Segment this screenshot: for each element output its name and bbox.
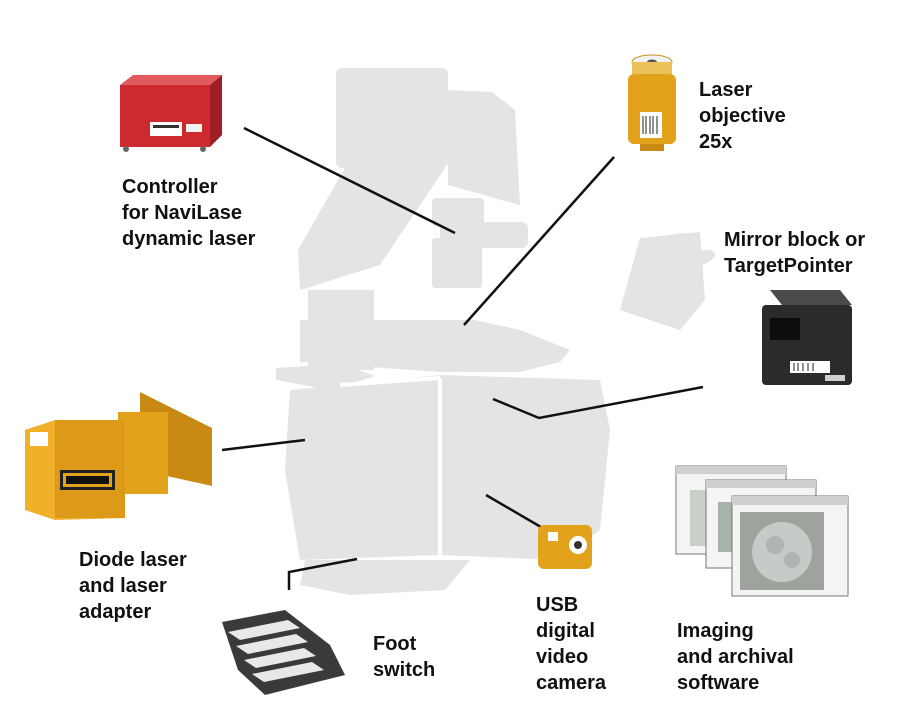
label-usb-camera-line-3: video [536, 646, 589, 668]
diode-laser-icon [25, 392, 212, 520]
label-laser-objective: Laser objective 25x [699, 77, 786, 155]
label-controller-line-2: for NaviLase [122, 202, 243, 224]
label-foot-switch-line-2: switch [373, 659, 436, 681]
leader-line-controller [243, 126, 456, 235]
microscope-separation-lines [339, 376, 442, 560]
software-screens-icon [675, 465, 849, 597]
label-mirror-block-line-2: TargetPointer [724, 255, 853, 277]
leader-line-foot-switch [287, 557, 358, 590]
label-software-line-2: and archival [677, 646, 794, 668]
label-software-line-3: software [677, 672, 760, 694]
leader-line-laser-objective [463, 156, 615, 326]
leader-line-diode-laser [221, 438, 306, 452]
leader-line-mirror-block [492, 385, 704, 420]
label-usb-camera-line-2: digital [536, 620, 595, 642]
label-mirror-block-line-1: Mirror block or [724, 229, 866, 251]
label-usb-camera-line-4: camera [536, 672, 607, 694]
label-mirror-block: Mirror block or TargetPointer [724, 227, 865, 279]
label-diode-laser-line-2: and laser [79, 575, 167, 597]
label-usb-camera: USB digital video camera [536, 592, 606, 696]
label-foot-switch: Foot switch [373, 631, 435, 683]
laser-objective-icon [628, 54, 676, 151]
mirror-block-icon [762, 290, 852, 385]
usb-camera-icon [538, 525, 592, 569]
label-laser-objective-line-2: objective [699, 105, 786, 127]
label-controller-line-1: Controller [122, 176, 218, 198]
label-diode-laser: Diode laser and laser adapter [79, 547, 187, 625]
label-foot-switch-line-1: Foot [373, 633, 417, 655]
label-software-line-1: Imaging [677, 620, 754, 642]
label-software: Imaging and archival software [677, 618, 794, 696]
label-laser-objective-line-3: 25x [699, 131, 733, 153]
label-controller: Controller for NaviLase dynamic laser [122, 174, 255, 252]
label-usb-camera-line-1: USB [536, 594, 579, 616]
leader-line-usb-camera [485, 493, 547, 532]
label-diode-laser-line-3: adapter [79, 601, 152, 623]
leader-lines [221, 126, 704, 590]
label-laser-objective-line-1: Laser [699, 79, 753, 101]
controller-box-icon [120, 75, 222, 152]
label-diode-laser-line-1: Diode laser [79, 549, 187, 571]
label-controller-line-3: dynamic laser [122, 228, 256, 250]
foot-switch-icon [222, 610, 345, 695]
microscope-silhouette [276, 68, 716, 595]
